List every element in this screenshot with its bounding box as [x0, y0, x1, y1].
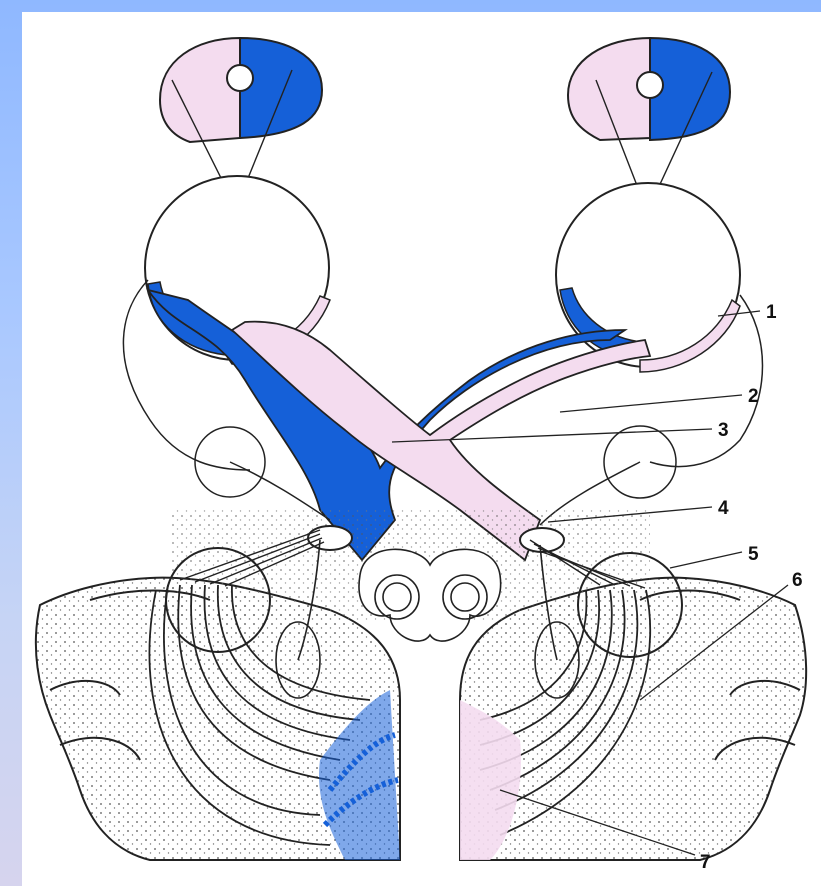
label-3: 3: [718, 420, 729, 441]
label-6: 6: [792, 570, 803, 591]
label-7: 7: [700, 852, 711, 873]
label-5: 5: [748, 544, 759, 565]
label-1: 1: [766, 302, 777, 323]
left-visual-field: [160, 38, 322, 142]
right-visual-field: [568, 38, 730, 140]
label-2: 2: [748, 386, 759, 407]
right-eyeball: [556, 183, 740, 372]
label-4: 4: [718, 498, 729, 519]
